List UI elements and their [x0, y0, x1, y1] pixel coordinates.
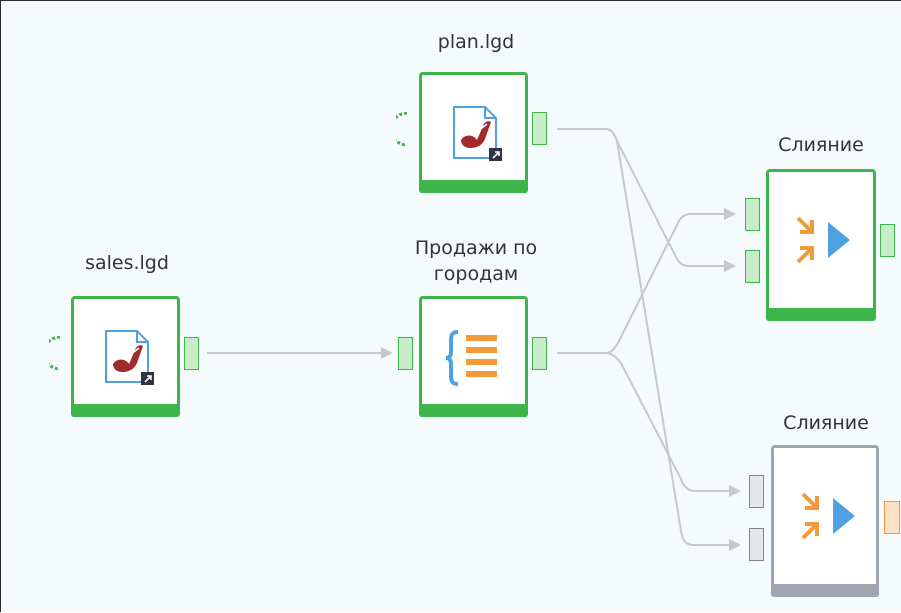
merge-icon [796, 216, 850, 264]
node-footer-merge-inactive [771, 584, 879, 597]
node-title-line2: городам [433, 263, 519, 285]
node-title-sales: sales.lgd [85, 252, 169, 274]
input-port-merge-inactive-2[interactable] [749, 528, 764, 561]
link-city-to-merge-inactive-port1 [557, 352, 741, 497]
node-plan[interactable] [419, 72, 528, 193]
node-sales-by-city[interactable] [419, 296, 528, 417]
output-port-sales-by-city[interactable] [532, 337, 547, 370]
input-port-sales-by-city[interactable] [398, 337, 413, 370]
output-port-merge-active[interactable] [880, 224, 895, 257]
output-port-sales[interactable] [184, 337, 199, 370]
node-footer-plan [419, 180, 528, 193]
calculation-icon [445, 330, 497, 386]
node-title-merge-active: Слияние [778, 134, 864, 156]
file-import-icon [105, 330, 154, 385]
output-port-merge-inactive[interactable] [884, 501, 900, 534]
input-connector-sales[interactable] [49, 336, 61, 370]
link-city-to-merge-active-port1 [557, 208, 736, 354]
node-title-merge-inactive: Слияние [783, 412, 869, 434]
output-port-plan[interactable] [532, 112, 547, 145]
node-title-sales-by-city: Продажи по городам [396, 235, 556, 287]
merge-icon [801, 492, 855, 540]
node-footer-sales-by-city [419, 404, 528, 417]
node-footer-sales [71, 404, 180, 417]
file-import-icon [453, 106, 502, 161]
link-plan-to-merge-inactive-port2 [557, 128, 741, 551]
node-title-plan: plan.lgd [437, 31, 515, 53]
link-plan-to-merge-active-port2 [557, 128, 736, 272]
input-connector-plan[interactable] [396, 112, 408, 146]
node-merge-inactive[interactable] [771, 445, 879, 597]
input-port-merge-active-2[interactable] [745, 250, 760, 283]
node-merge-active[interactable] [766, 169, 876, 321]
node-title-line1: Продажи по [414, 237, 538, 259]
input-port-merge-inactive-1[interactable] [749, 475, 764, 508]
node-footer-merge-active [766, 308, 876, 321]
node-sales[interactable] [71, 296, 180, 417]
input-port-merge-active-1[interactable] [745, 198, 760, 231]
